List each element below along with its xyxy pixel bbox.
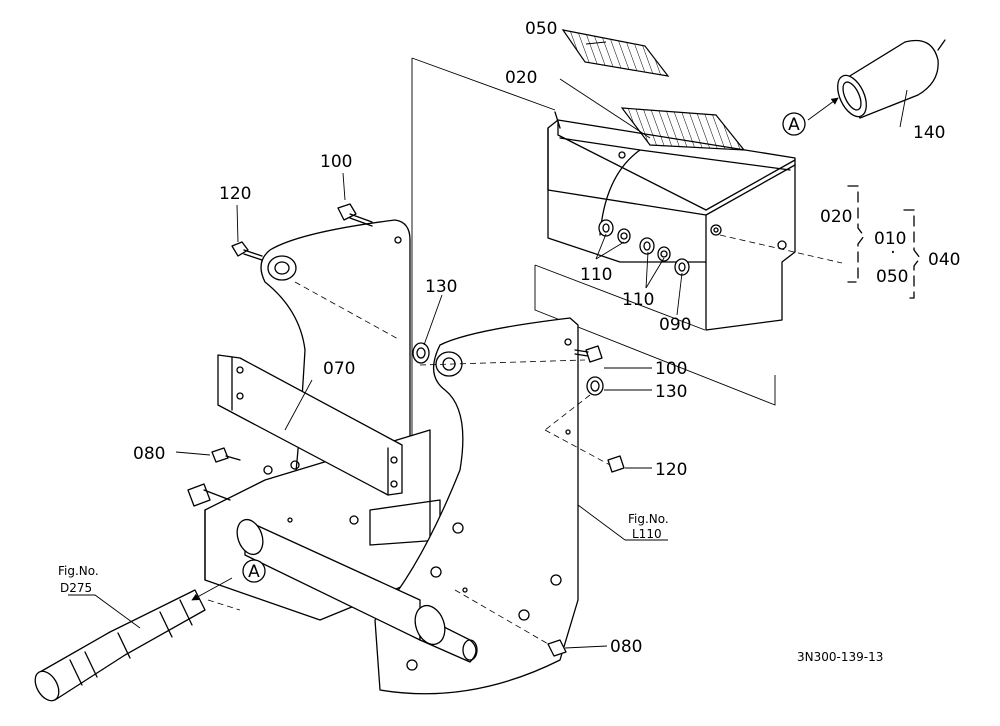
label-040: 040 (928, 250, 960, 270)
label-plate-020 (620, 107, 746, 151)
label-050-top: 050 (525, 19, 557, 39)
label-120-left: 120 (219, 184, 251, 204)
label-plate-050 (561, 29, 670, 77)
callout-a-bottom-letter: A (248, 562, 260, 582)
label-140: 140 (913, 123, 945, 143)
label-120-right: 120 (655, 460, 687, 480)
fig-ref-l110-label: Fig.No. (628, 512, 669, 526)
fig-ref-l110: Fig.No. L110 (628, 512, 669, 541)
shaft (236, 518, 478, 663)
fig-ref-d275-label: Fig.No. (58, 564, 99, 578)
callout-a-top-letter: A (788, 115, 800, 135)
bolt-120-left (231, 241, 263, 261)
washer-130-mid (412, 342, 430, 364)
pipe-140 (837, 39, 946, 119)
bracket-dot: · (890, 243, 895, 263)
label-020-top: 020 (505, 68, 537, 88)
drawing-code: 3N300-139-13 (797, 650, 883, 664)
label-010: 010 (874, 229, 906, 249)
label-110-b: 110 (622, 290, 654, 310)
label-110-a: 110 (580, 265, 612, 285)
label-080-bottom: 080 (610, 637, 642, 657)
bolt-080-left (211, 447, 241, 463)
label-130-right: 130 (655, 382, 687, 402)
label-130-mid: 130 (425, 277, 457, 297)
label-050-bracket: 050 (876, 267, 908, 287)
bolt-100-left (337, 203, 373, 227)
label-090: 090 (659, 315, 691, 335)
connector-d275 (34, 589, 206, 702)
leader-lines (68, 41, 908, 649)
fig-ref-d275: Fig.No. D275 (58, 564, 99, 595)
fig-ref-d275-number: D275 (60, 581, 92, 595)
label-100-right: 100 (655, 359, 687, 379)
washer-130-right (586, 376, 604, 396)
right-bracket (374, 317, 579, 695)
washer-group (598, 219, 690, 276)
fig-ref-l110-number: L110 (632, 527, 662, 541)
callout-a-top: A (782, 112, 806, 136)
callout-a-bottom: A (242, 559, 266, 583)
assembly-braces (847, 185, 921, 299)
label-020-bracket: 020 (820, 207, 852, 227)
bolt-120-right (607, 455, 625, 473)
bolt-080-bottom (547, 639, 567, 657)
stud-bolt (187, 483, 231, 507)
part-labels: 050 020 140 100 120 130 110 110 090 020 … (133, 19, 960, 657)
label-080-left: 080 (133, 444, 165, 464)
bolt-100-right (574, 345, 603, 363)
label-100-left: 100 (320, 152, 352, 172)
label-070: 070 (323, 359, 355, 379)
plate-070 (217, 354, 403, 496)
